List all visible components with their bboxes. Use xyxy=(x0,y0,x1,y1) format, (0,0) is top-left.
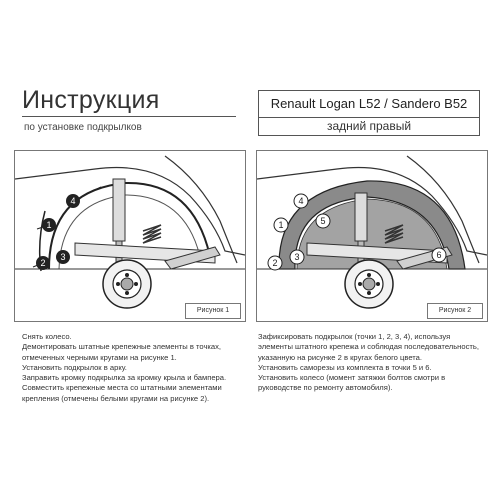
marker-1: 1 xyxy=(273,217,289,233)
marker-2: 2 xyxy=(32,256,50,270)
svg-text:3: 3 xyxy=(60,252,65,262)
marker-4: 4 xyxy=(293,193,309,209)
svg-text:1: 1 xyxy=(278,220,283,230)
figure-1-drawing: 4 1 2 3 xyxy=(15,155,245,309)
model-box: Renault Logan L52 / Sandero B52 задний п… xyxy=(258,90,480,136)
instruction-step: Заправить кромку подкрылка за кромку кры… xyxy=(22,373,227,383)
instruction-step: Установить саморезы из комплекта в точки… xyxy=(258,362,432,372)
marker-2: 2 xyxy=(267,255,283,271)
instruction-step: Совместить крепежные места со штатными э… xyxy=(22,383,222,403)
marker-5: 5 xyxy=(315,213,331,229)
page-subtitle: по установке подкрылков xyxy=(24,122,142,133)
svg-text:4: 4 xyxy=(70,196,75,206)
svg-text:4: 4 xyxy=(298,196,303,206)
instructions-right: Зафиксировать подкрылок (точки 1, 2, 3, … xyxy=(258,332,486,394)
marker-4: 4 xyxy=(66,186,102,208)
instruction-step: Снять колесо. xyxy=(22,332,72,341)
model-name: Renault Logan L52 / Sandero B52 xyxy=(259,91,479,118)
figure-1: 4 1 2 3 Рисунок 1 xyxy=(14,150,246,322)
svg-text:2: 2 xyxy=(40,258,45,268)
svg-text:3: 3 xyxy=(294,252,299,262)
svg-text:2: 2 xyxy=(272,258,277,268)
svg-text:5: 5 xyxy=(320,216,325,226)
figure-1-caption: Рисунок 1 xyxy=(185,303,241,319)
svg-text:1: 1 xyxy=(46,220,51,230)
marker-6: 6 xyxy=(431,247,447,263)
instruction-step: Установить колесо (момент затяжки болтов… xyxy=(258,373,446,393)
marker-3: 3 xyxy=(56,250,70,264)
page-title: Инструкция xyxy=(22,86,160,114)
marker-3: 3 xyxy=(289,249,305,265)
liner-position: задний правый xyxy=(326,119,412,133)
instruction-step: Демонтировать штатные крепежные элементы… xyxy=(22,342,222,362)
figure-2-caption: Рисунок 2 xyxy=(427,303,483,319)
figure-2-drawing: 4 1 5 2 3 6 xyxy=(257,155,487,309)
title-underline xyxy=(22,116,236,117)
instruction-step: Зафиксировать подкрылок (точки 1, 2, 3, … xyxy=(258,332,479,362)
instruction-step: Установить подкрылок в арку. xyxy=(22,362,127,372)
marker-1: 1 xyxy=(36,218,56,232)
figure-2: 4 1 5 2 3 6 Рисунок 2 xyxy=(256,150,488,322)
svg-text:6: 6 xyxy=(436,250,441,260)
instructions-left: Снять колесо. Демонтировать штатные креп… xyxy=(22,332,254,404)
